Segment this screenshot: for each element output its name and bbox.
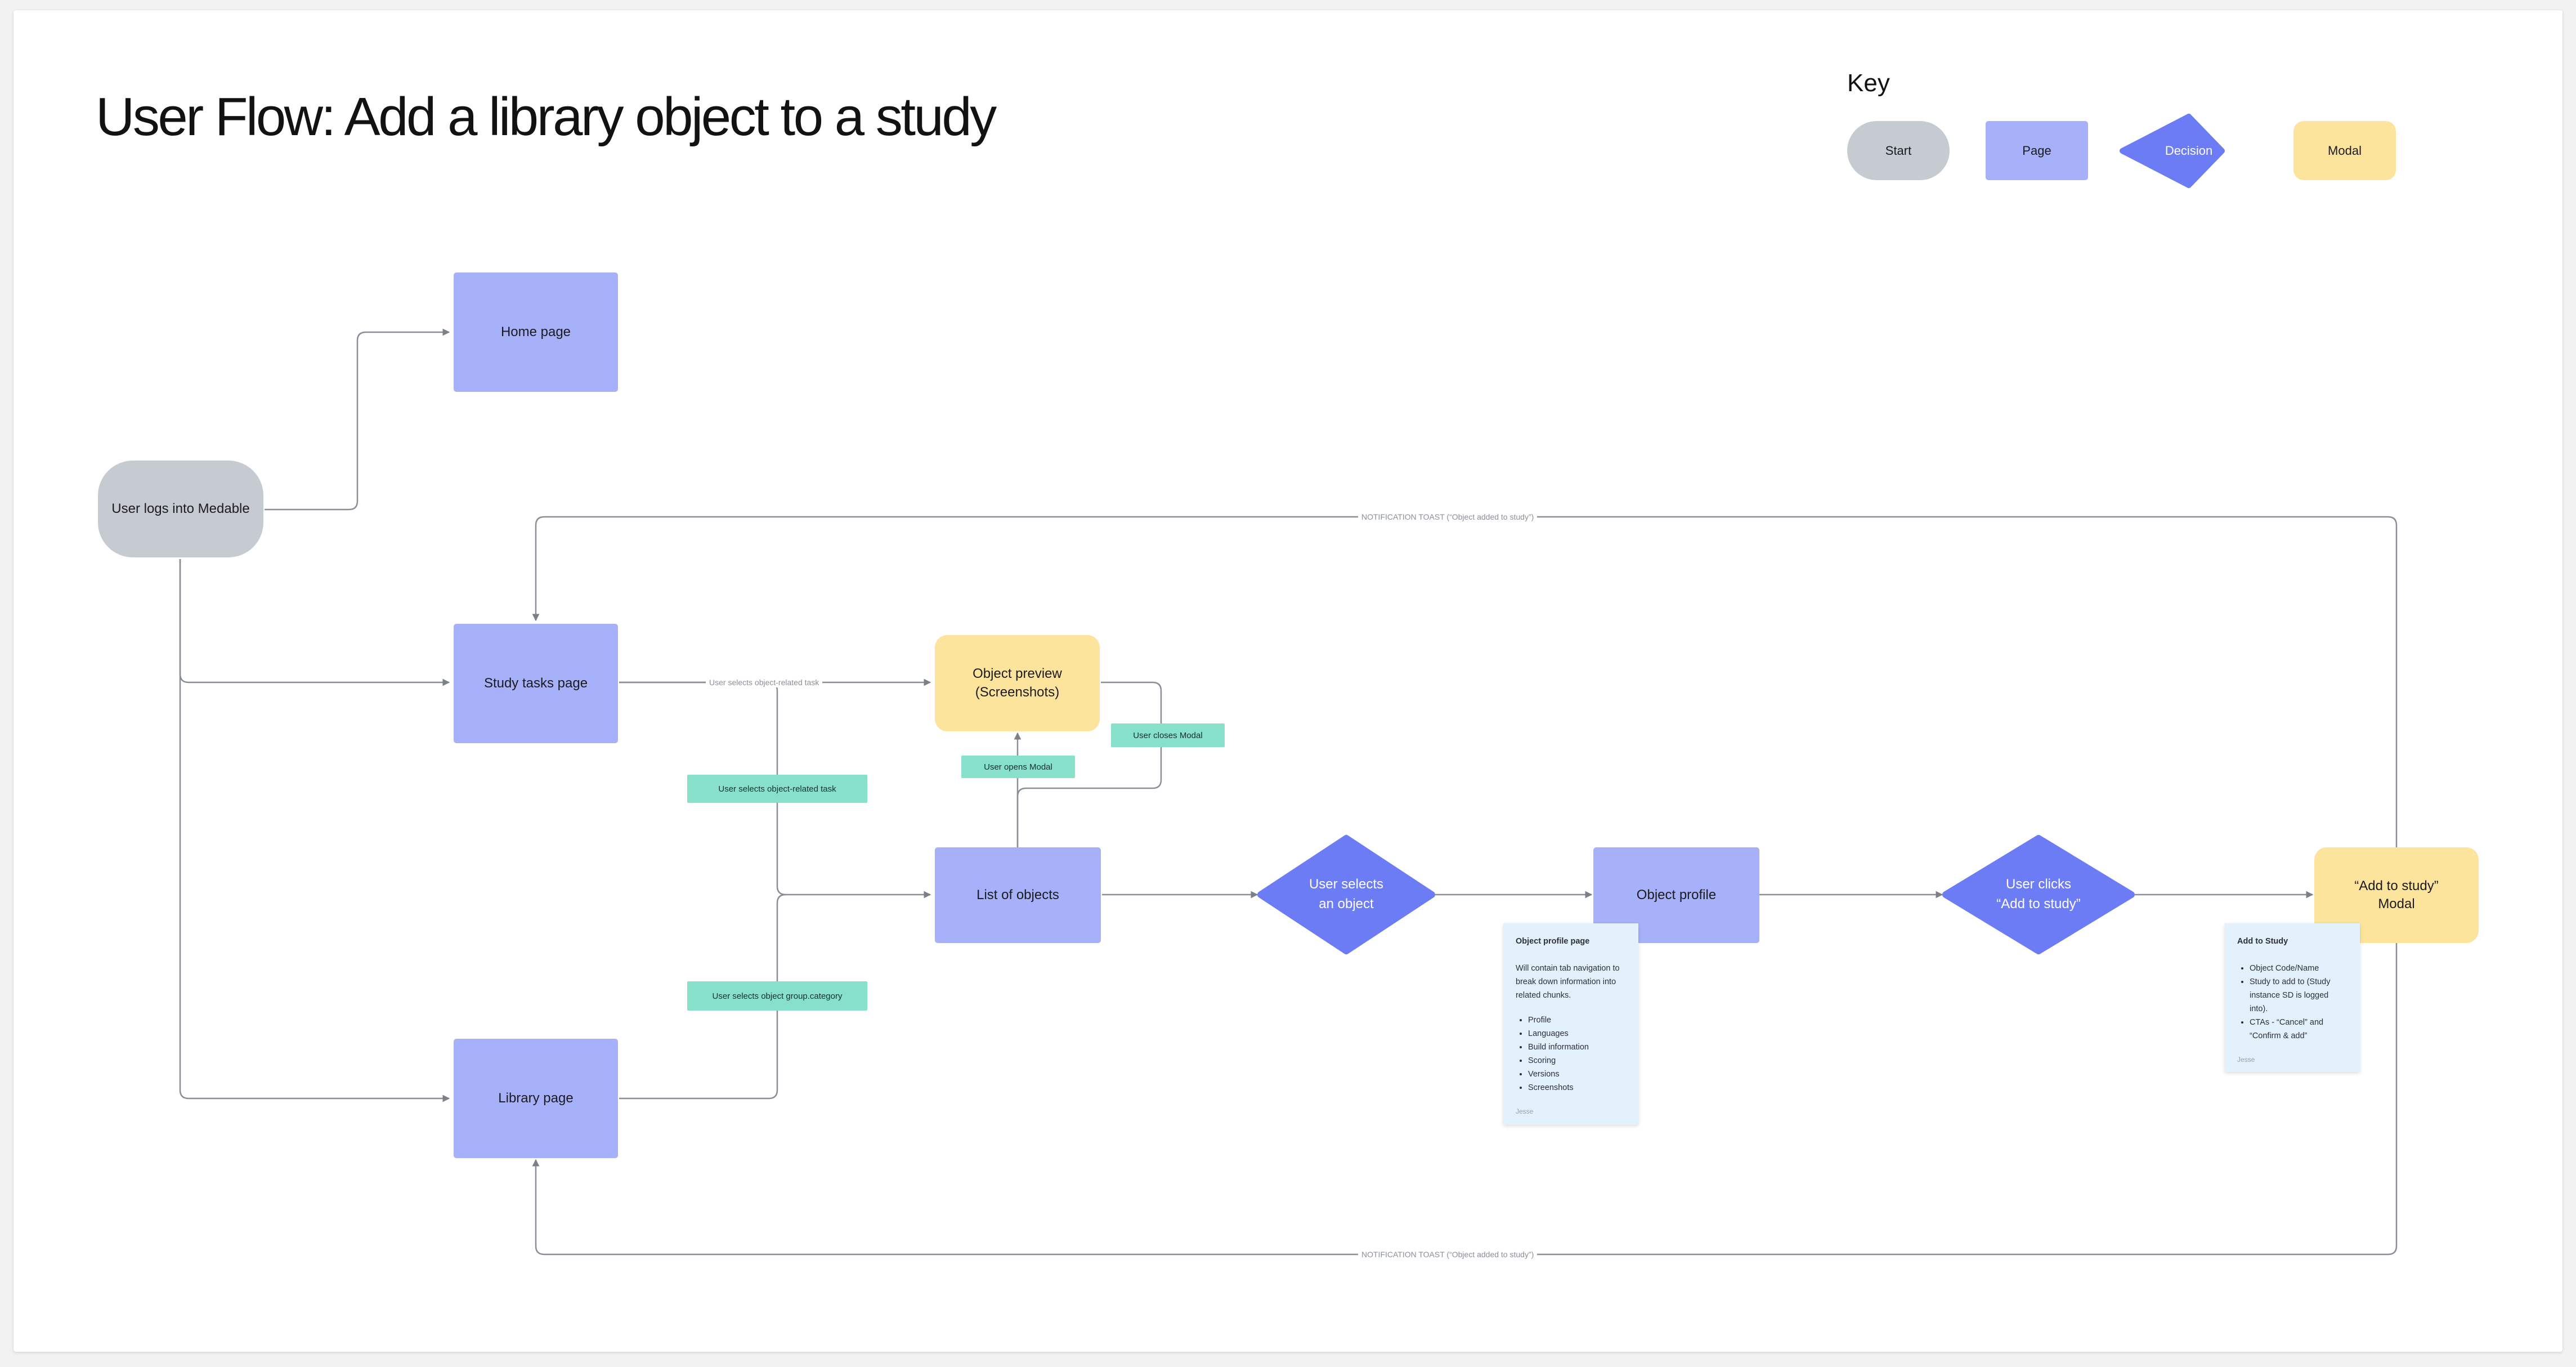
note-list-item: Build information <box>1528 1040 1626 1054</box>
tag-user-closes-modal: User closes Modal <box>1111 723 1225 747</box>
decision-user-selects-object: User selects an object <box>1309 877 1384 912</box>
start-user-logs-in: User logs into Medable <box>98 461 263 557</box>
key-decision: Decision <box>2165 143 2213 158</box>
key-modal: Modal <box>2293 121 2396 180</box>
note-signature: Jesse <box>1516 1107 1534 1115</box>
edge-library-list <box>619 894 786 1100</box>
modal-object-preview: Object preview (Screenshots) <box>935 635 1100 731</box>
page-study-tasks: Study tasks page <box>454 624 618 743</box>
edge-login-home <box>265 328 450 511</box>
note-list-item: Versions <box>1528 1067 1626 1081</box>
label-toast-top: NOTIFICATION TOAST (“Object added to stu… <box>1358 512 1538 522</box>
decision-select-shape <box>1257 835 1435 954</box>
tag-user-selects-object-group: User selects object group.category <box>687 981 867 1011</box>
note-list-item: Profile <box>1528 1013 1626 1027</box>
note-list-item: Scoring <box>1528 1054 1626 1067</box>
edge-login-library <box>179 559 450 1102</box>
key-decision-shape <box>2120 114 2225 188</box>
key-start: Start <box>1847 121 1950 180</box>
note-object-profile-page: Object profile page Will contain tab nav… <box>1503 923 1638 1125</box>
note-add-to-study: Add to Study Object Code/Name Study to a… <box>2225 923 2360 1072</box>
page-object-profile: Object profile <box>1593 847 1759 943</box>
note-list-item: Screenshots <box>1528 1081 1626 1095</box>
decision-click-shape <box>1942 835 2135 954</box>
decision-user-clicks-add: User clicks “Add to study” <box>1996 877 2081 912</box>
note-list-item: Object Code/Name <box>2250 962 2347 975</box>
note-title: Add to Study <box>2237 937 2288 946</box>
label-toast-bottom: NOTIFICATION TOAST (“Object added to stu… <box>1358 1249 1538 1259</box>
page-title: User Flow: Add a library object to a stu… <box>96 87 997 147</box>
page-list-of-objects: List of objects <box>935 847 1101 943</box>
note-list: Profile Languages Build information Scor… <box>1516 1013 1626 1095</box>
key-page: Page <box>1986 121 2088 180</box>
label-tasks-faded: User selects object-related task <box>706 677 823 687</box>
note-list-item: CTAs - “Cancel” and “Confirm & add” <box>2250 1016 2347 1043</box>
note-list-item: Study to add to (Study instance SD is lo… <box>2250 975 2347 1016</box>
tag-user-selects-object-task: User selects object-related task <box>687 775 867 803</box>
note-list-item: Languages <box>1528 1027 1626 1040</box>
edge-login-tasks <box>179 559 450 686</box>
tag-user-opens-modal: User opens Modal <box>961 756 1075 778</box>
canvas-board <box>14 10 2562 1352</box>
note-list: Object Code/Name Study to add to (Study … <box>2237 962 2347 1043</box>
page-home: Home page <box>454 272 618 392</box>
note-signature: Jesse <box>2237 1056 2255 1064</box>
note-body: Will contain tab navigation to break dow… <box>1516 964 1620 1000</box>
note-title: Object profile page <box>1516 937 1590 946</box>
key-heading: Key <box>1847 69 1890 97</box>
page-library: Library page <box>454 1039 618 1158</box>
edge-preview-list <box>1016 681 1162 847</box>
